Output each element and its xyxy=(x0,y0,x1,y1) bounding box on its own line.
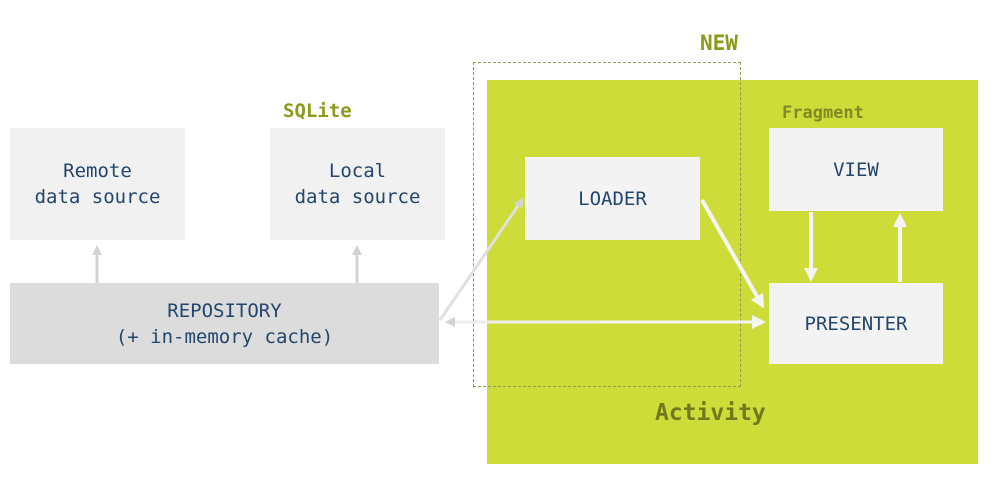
sqlite-label: SQLite xyxy=(283,100,352,122)
remote-line-1: Remote xyxy=(63,160,132,182)
fragment-label: Fragment xyxy=(782,103,864,123)
local-line-2: data source xyxy=(294,186,421,208)
local-line-1: Local xyxy=(328,160,387,182)
repository-line-2: (+ in-memory cache) xyxy=(115,325,334,348)
activity-label: Activity xyxy=(655,400,766,426)
new-label: NEW xyxy=(700,31,738,55)
presenter-box: PRESENTER xyxy=(769,283,943,364)
loader-label: LOADER xyxy=(578,187,647,210)
arrow-repository-to-loader xyxy=(438,197,524,321)
arrow-loader-to-presenter xyxy=(700,199,764,309)
loader-box: LOADER xyxy=(525,157,700,240)
presenter-label: PRESENTER xyxy=(804,312,908,335)
remote-data-source-box: Remote data source xyxy=(10,128,185,240)
view-box: VIEW xyxy=(769,128,943,211)
local-data-source-box: Local data source xyxy=(270,128,445,240)
repository-line-1: REPOSITORY xyxy=(167,299,282,322)
remote-line-2: data source xyxy=(34,186,161,208)
repository-box: REPOSITORY (+ in-memory cache) xyxy=(10,283,439,364)
new-dashed-border xyxy=(473,62,741,387)
view-label: VIEW xyxy=(833,158,879,181)
